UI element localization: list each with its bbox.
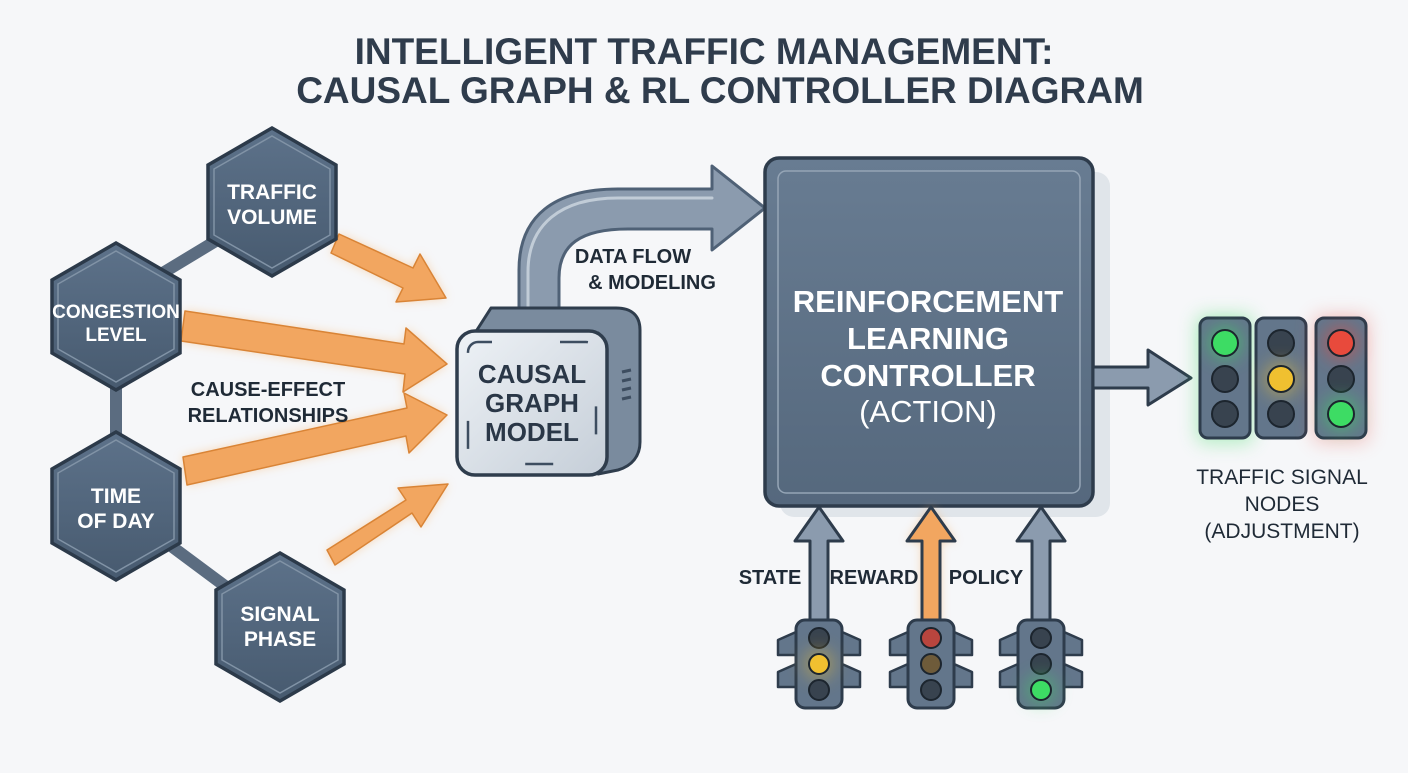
title-line-1: INTELLIGENT TRAFFIC MANAGEMENT:: [355, 31, 1054, 72]
hex-congestion-level-line-1: CONGESTION: [52, 302, 180, 323]
cause-effect-label: CAUSE-EFFECT RELATIONSHIPS: [188, 379, 349, 427]
title-line-2: CAUSAL GRAPH & RL CONTROLLER DIAGRAM: [296, 70, 1144, 111]
hex-time-of-day-line-2: OF DAY: [77, 510, 154, 533]
causal-graph-line-3: MODEL: [485, 417, 579, 447]
signal-node-yellow-icon: [1254, 316, 1308, 440]
reward-arrow: [905, 505, 957, 625]
rl-line-1: REINFORCEMENT: [793, 284, 1063, 319]
data-flow-line-1: DATA FLOW: [575, 246, 691, 268]
causal-graph-line-1: CAUSAL: [478, 359, 586, 389]
rl-controller: REINFORCEMENT LEARNING CONTROLLER (ACTIO…: [763, 156, 1110, 517]
input-arrows: [793, 505, 1067, 625]
reward-label: REWARD: [830, 567, 919, 589]
traffic-light-policy-icon: [998, 618, 1084, 710]
output-arrow: [1091, 348, 1193, 407]
arrow-signal-to-causal: [326, 483, 449, 566]
causal-graph-line-2: GRAPH: [485, 388, 579, 418]
signal-node-red-icon: [1312, 314, 1370, 444]
policy-arrow: [1015, 505, 1067, 625]
arrow-congestion-to-causal: [180, 310, 448, 393]
signal-nodes-line-3: (ADJUSTMENT): [1204, 520, 1359, 543]
cause-effect-line-2: RELATIONSHIPS: [188, 405, 349, 427]
hex-signal-phase-line-2: PHASE: [244, 628, 316, 651]
signal-node-green-icon: [1196, 314, 1254, 444]
data-flow-line-2: & MODELING: [588, 272, 716, 294]
arrow-time-to-causal: [182, 392, 448, 486]
hex-signal-phase: SIGNAL PHASE: [214, 550, 346, 704]
state-label: STATE: [739, 567, 802, 589]
policy-label: POLICY: [949, 567, 1024, 589]
data-flow-label: DATA FLOW & MODELING: [575, 246, 716, 294]
signal-nodes-line-2: NODES: [1245, 493, 1320, 516]
causal-graph-model: CAUSAL GRAPH MODEL: [455, 306, 642, 477]
hex-traffic-volume-line-2: VOLUME: [227, 206, 317, 229]
traffic-light-reward-icon: [888, 618, 974, 710]
rl-line-2: LEARNING: [847, 321, 1009, 356]
hex-signal-phase-line-1: SIGNAL: [240, 603, 320, 626]
hex-time-of-day: TIME OF DAY: [50, 429, 182, 583]
rl-line-3: CONTROLLER: [820, 358, 1035, 393]
cause-effect-arrows: [180, 233, 449, 566]
hex-congestion-level-line-2: LEVEL: [85, 325, 147, 346]
state-arrow: [793, 505, 845, 625]
hex-traffic-volume-line-1: TRAFFIC: [227, 181, 317, 204]
signal-nodes-line-1: TRAFFIC SIGNAL: [1196, 466, 1368, 489]
hex-traffic-volume: TRAFFIC VOLUME: [206, 125, 338, 279]
data-flow-arrow: [517, 164, 767, 327]
rl-line-4: (ACTION): [859, 394, 997, 429]
traffic-light-state-icon: [776, 618, 862, 710]
hex-time-of-day-line-1: TIME: [91, 485, 141, 508]
cause-effect-line-1: CAUSE-EFFECT: [191, 379, 345, 401]
arrow-volume-to-causal: [330, 233, 447, 303]
hex-congestion-level: CONGESTION LEVEL: [50, 240, 182, 393]
diagram-title: INTELLIGENT TRAFFIC MANAGEMENT: CAUSAL G…: [296, 31, 1144, 111]
signal-nodes-label: TRAFFIC SIGNAL NODES (ADJUSTMENT): [1196, 466, 1368, 543]
